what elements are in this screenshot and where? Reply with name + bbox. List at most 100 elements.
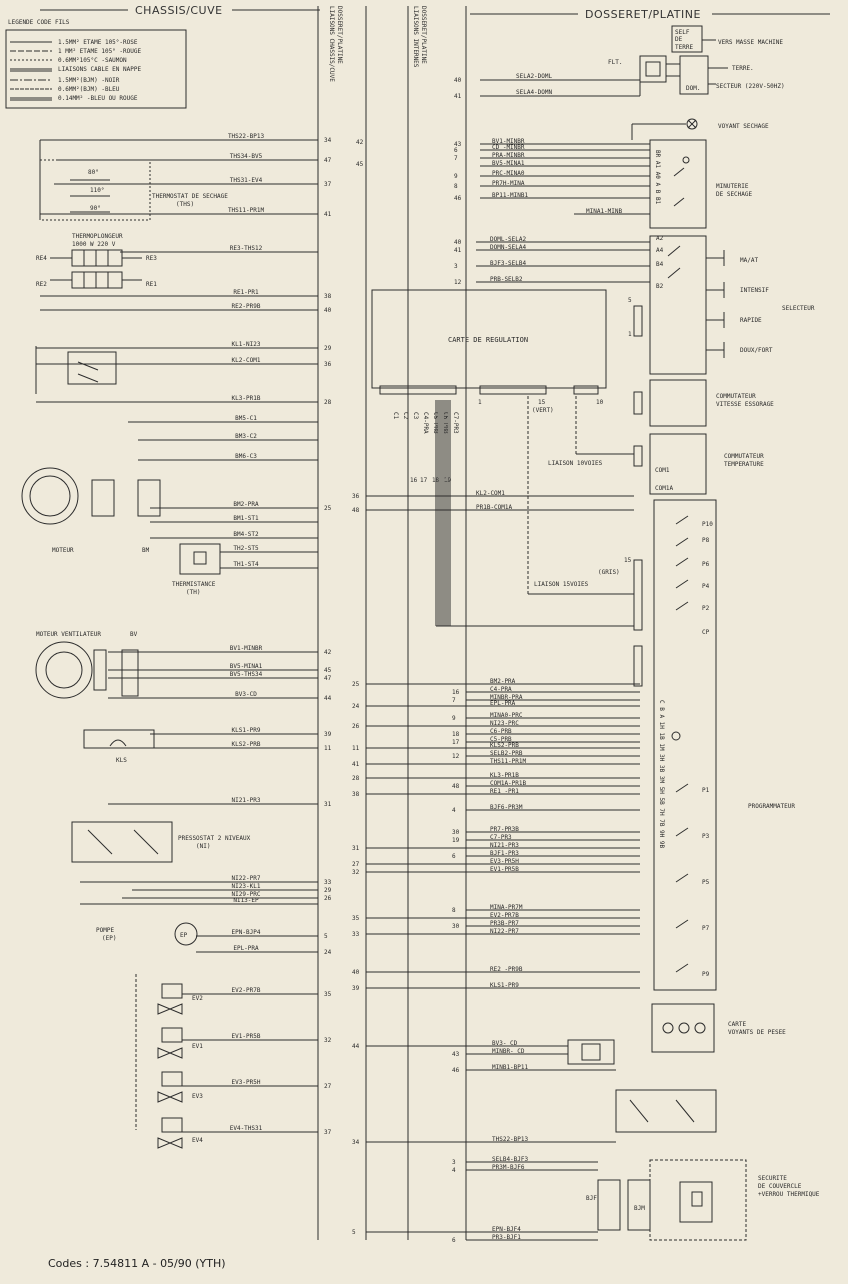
secteur-block: SELF DE TERRE VERS MASSE MACHINE FLT. DO…	[480, 25, 785, 97]
p-label: P4	[702, 583, 710, 590]
wire-num: 45	[324, 667, 332, 674]
p-label: P10	[702, 521, 713, 528]
bottom-switch	[567, 1039, 717, 1133]
wire-num: 3	[454, 263, 458, 270]
wire-num: 12	[452, 753, 460, 760]
wire-code: RE2 -PR9B	[490, 966, 523, 973]
wire-num: 3	[452, 1159, 456, 1166]
self-label: DE	[675, 36, 683, 43]
wire-code: BM1-ST1	[233, 515, 259, 522]
wire-code: CD -MINBR	[492, 144, 525, 151]
p-label: P5	[702, 879, 710, 886]
wire-num: 46	[452, 1067, 460, 1074]
wire-num: 8	[452, 907, 456, 914]
relay-kl	[35, 346, 117, 394]
dom-block	[679, 55, 709, 95]
wire-code: EV3-PR5H	[490, 858, 519, 865]
securite-label: DE COUVERCLE	[758, 1183, 802, 1190]
wire-num: 9	[454, 173, 458, 180]
bjm-label: BJM	[634, 1205, 645, 1212]
wire-num: 6	[454, 147, 458, 154]
wire-num: 24	[324, 949, 332, 956]
carte-pin: 1	[478, 399, 482, 406]
bv-label: BV	[130, 631, 138, 638]
wire-code: THS11-PR1M	[490, 758, 527, 765]
minuterie-sechage: MINUTERIE DE SECHAGE BR A1 A0 A B B1	[649, 139, 753, 229]
intensif-label: INTENSIF	[740, 287, 769, 294]
doc-code: Codes : 7.54811 A - 05/90 (YTH)	[48, 1257, 226, 1270]
thermistance-label: (TH)	[186, 589, 200, 596]
pressostat-label: PRESSOSTAT 2 NIVEAUX	[178, 835, 251, 842]
terre-label: TERRE.	[732, 65, 754, 72]
wire-num: 4	[452, 807, 456, 814]
wire-num: 33	[352, 931, 360, 938]
wire-code: BJF6-PR3M	[490, 804, 523, 811]
wire-num: 7	[454, 155, 458, 162]
legend-title: LEGENDE CODE FILS	[8, 19, 70, 26]
wire-num: 36	[352, 493, 360, 500]
wire-code: MINA1-MINB	[586, 208, 623, 215]
flt-label: FLT.	[608, 59, 622, 66]
wire-code: EV2-PR7B	[490, 912, 519, 919]
conn-label: C3	[412, 412, 419, 420]
column-lines: LIAISONS CHASSIS/CUVE DOSSERET/PLATINE L…	[317, 6, 467, 1240]
p-label: P6	[702, 561, 710, 568]
wire-num: 41	[454, 247, 462, 254]
re-label: RE1	[146, 281, 157, 288]
wire-code: NI29-PRC	[232, 891, 261, 898]
wire-num: 28	[324, 399, 332, 406]
wire-code: PRA-MINBR	[492, 152, 525, 159]
wire-code: COM1A-PR1B	[490, 780, 527, 787]
carte-pin: 10	[596, 399, 604, 406]
comm-label: VITESSE ESSORAGE	[716, 401, 774, 408]
wire-code: EV4-THS31	[230, 1125, 263, 1132]
thermoplongeur: THERMOPLONGEUR 1000 W 220 V RE4 RE3 RE2 …	[36, 233, 157, 289]
liaison-10-label: LIAISON 10VOIES	[548, 460, 603, 467]
flt-filter	[639, 55, 667, 83]
dom-label: DOM.	[686, 85, 700, 92]
liaison-15-label: LIAISON 15VOIES	[534, 581, 589, 588]
wire-num: 47	[324, 675, 332, 682]
wire-num: 5	[352, 1229, 356, 1236]
wire-code: PR3M-BJF6	[492, 1164, 525, 1171]
wire-code: BV1-MINBR	[230, 645, 263, 652]
connector-verticals: C7-PR3 C6-PR8 C5-PR8 C4-PRA C3 C2 C1	[392, 412, 459, 434]
wire-num: 37	[324, 181, 332, 188]
wire-num: 41	[454, 93, 462, 100]
wire-num: 24	[352, 703, 360, 710]
wire-num: 26	[352, 723, 360, 730]
wire-code: EV1-PR5B	[490, 866, 519, 873]
voyant-sechage: VOYANT SECHAGE	[631, 118, 769, 140]
gris-label: (GRIS)	[598, 569, 620, 576]
wire-num: 17	[452, 739, 460, 746]
minuterie-label: MINUTERIE	[716, 183, 749, 190]
wire-code: C4-PRA	[490, 686, 512, 693]
wire-num: 11	[352, 745, 360, 752]
wire-code: EPN-BJF4	[492, 1226, 521, 1233]
wire-num: 34	[324, 137, 332, 144]
wire-code: BV5-MINA1	[230, 663, 263, 670]
wire-num: 41	[352, 761, 360, 768]
wire-num: 29	[324, 887, 332, 894]
moteur-label: MOTEUR	[52, 547, 74, 554]
wire-code: NI21-PR3	[232, 797, 261, 804]
liaisons-internes-2: DOSSERET/PLATINE	[420, 6, 427, 64]
wire-num: 43	[452, 1051, 460, 1058]
voyants-label: CARTE	[728, 1021, 746, 1028]
securite-couvercle: SECURITE DE COUVERCLE +VERROU THERMIQUE …	[586, 1159, 820, 1241]
wire-code: C5-PRB	[490, 736, 512, 743]
wire-num: 18	[452, 731, 460, 738]
wire-code: BV5-THS34	[230, 671, 263, 678]
wire-code: PRB-SELB2	[490, 276, 523, 283]
wire-code: MINBR- CD	[492, 1048, 525, 1055]
wire-num: 39	[324, 731, 332, 738]
wire-num: 40	[454, 77, 462, 84]
com1-label: COM1	[655, 467, 670, 474]
wire-code: SELA4-DOMN	[516, 89, 553, 96]
wire-num: 30	[452, 829, 460, 836]
com1a-label: COM1A	[655, 485, 673, 492]
